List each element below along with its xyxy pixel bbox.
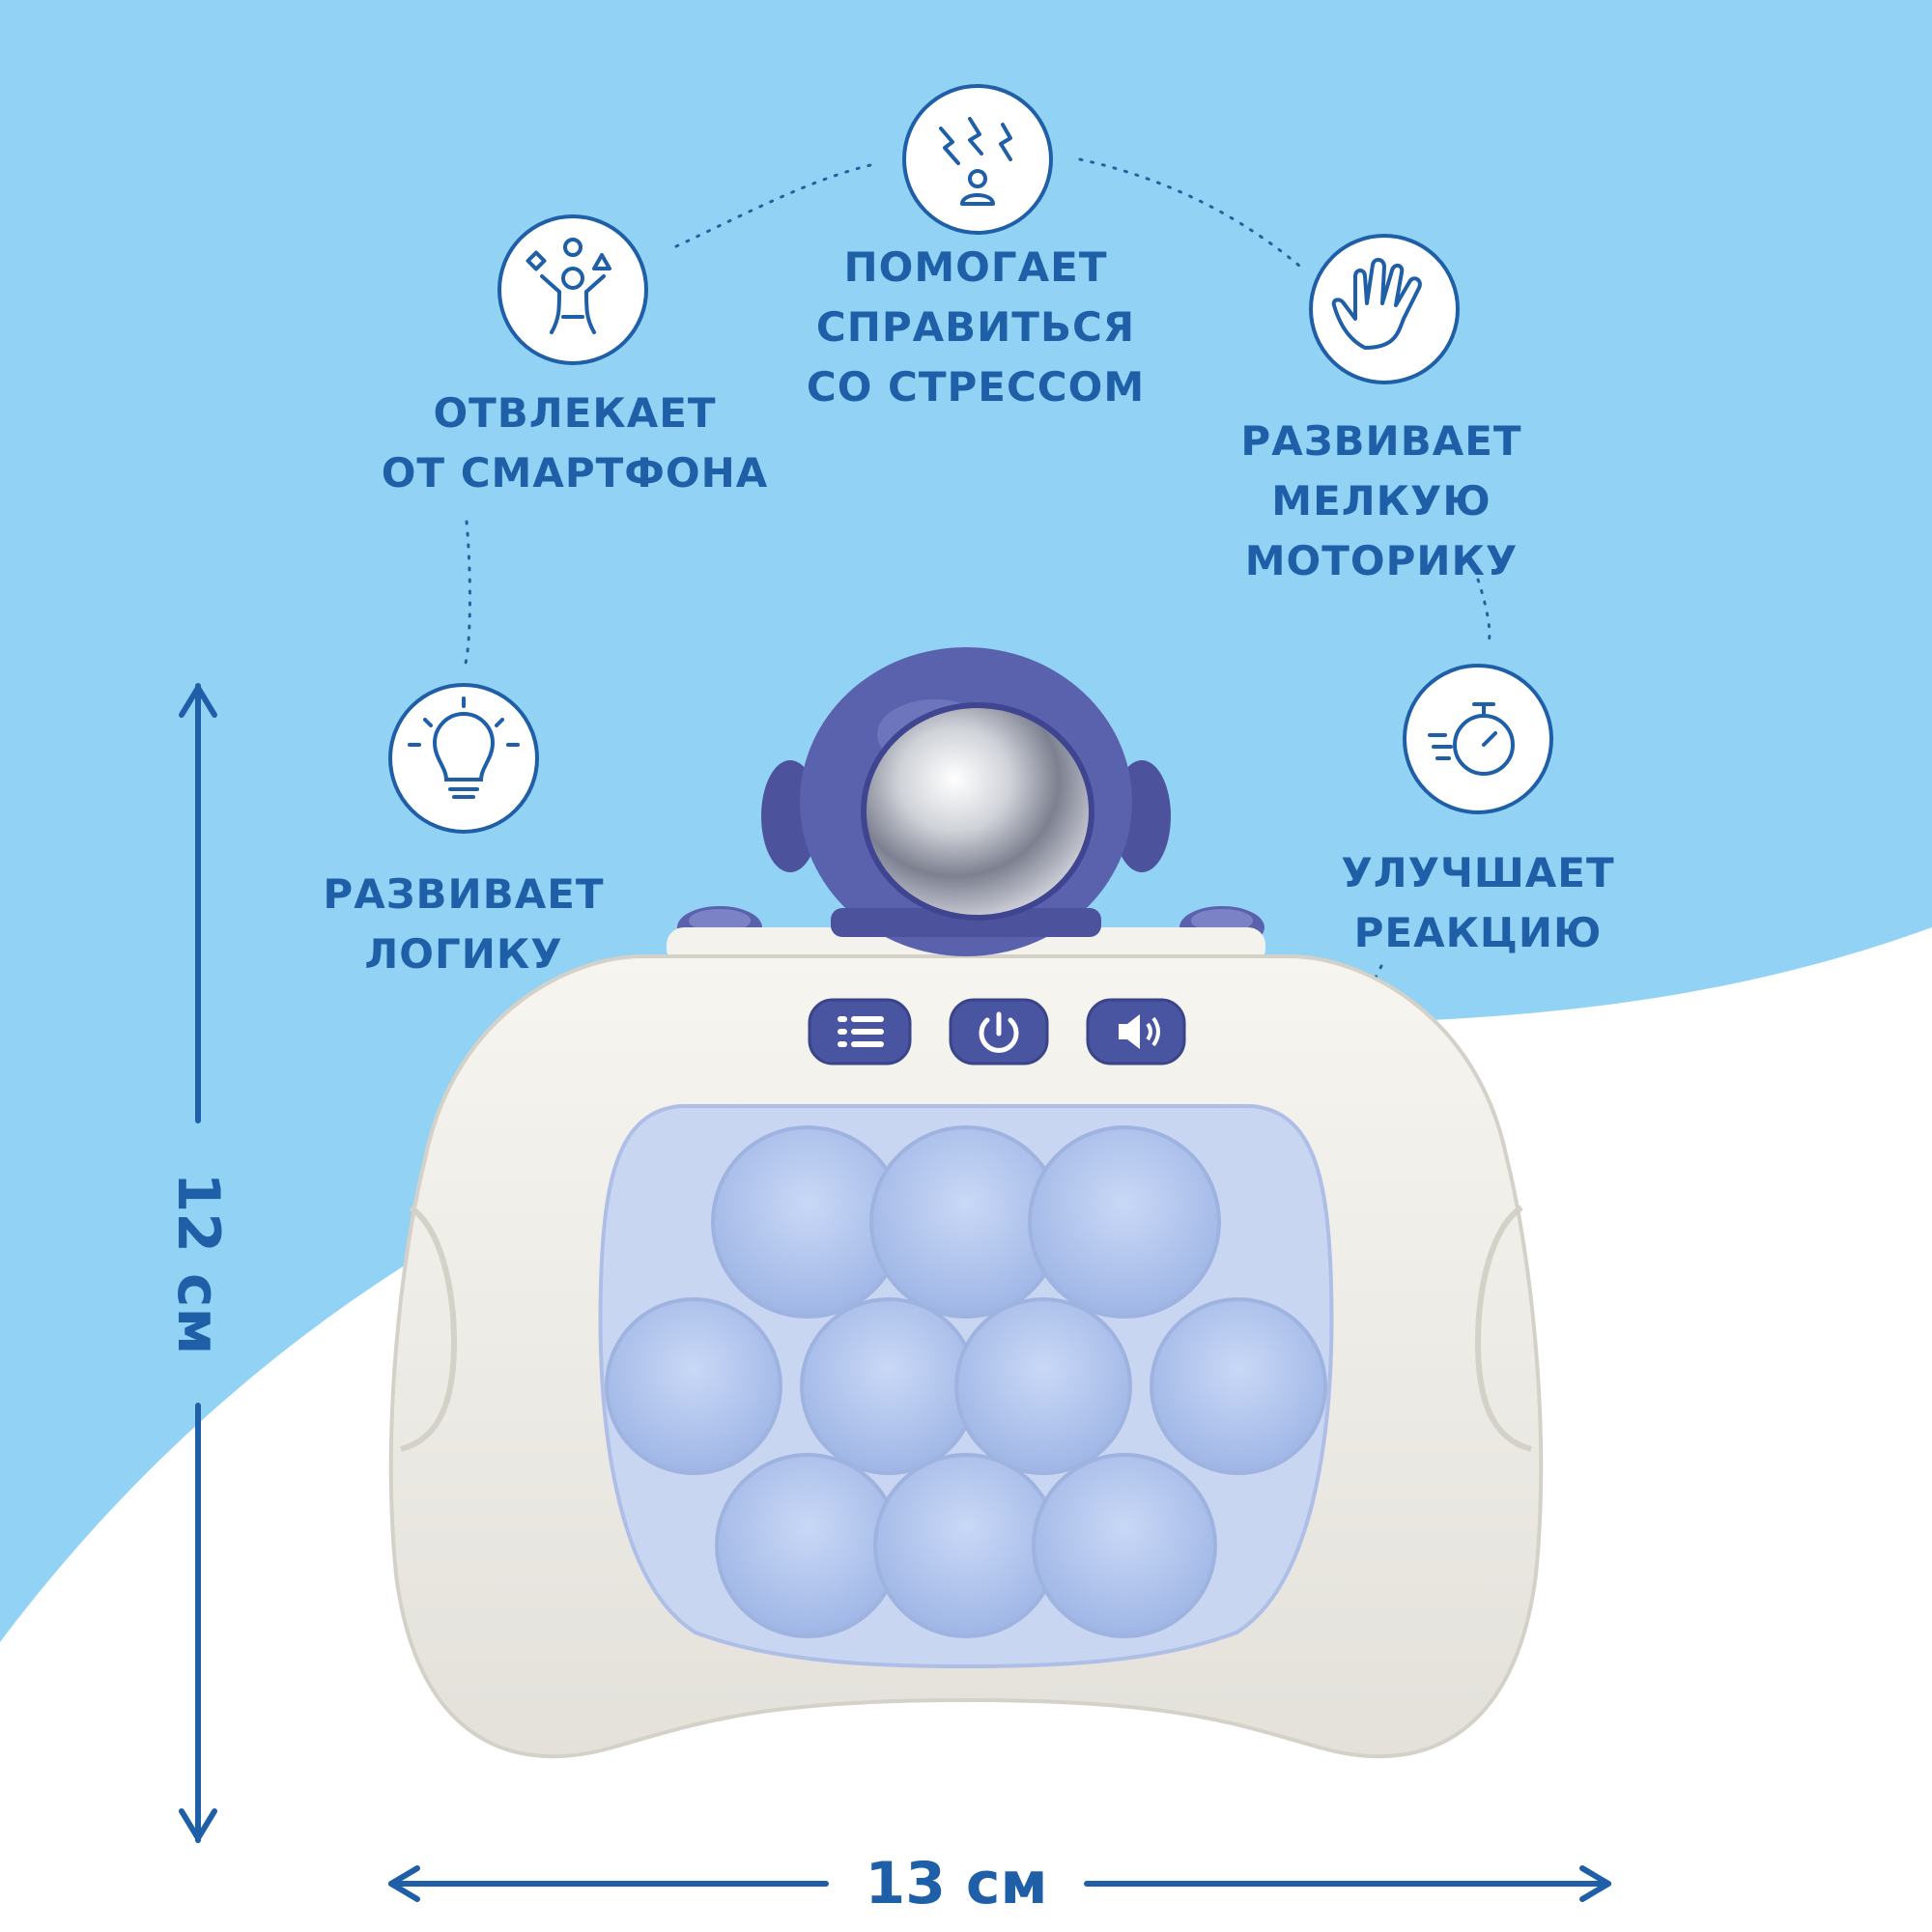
pop-bubble[interactable] bbox=[800, 1297, 978, 1475]
stress-lightning-icon bbox=[902, 84, 1053, 235]
lightbulb-icon bbox=[388, 683, 539, 834]
pop-bubble[interactable] bbox=[873, 1453, 1059, 1638]
power-button[interactable] bbox=[949, 998, 1049, 1065]
pop-bubble[interactable] bbox=[715, 1453, 900, 1638]
astronaut-head bbox=[761, 647, 1171, 956]
bubble-grid bbox=[605, 1125, 1327, 1638]
width-dimension-label: 13 см bbox=[865, 1850, 1048, 1918]
child-shapes-icon bbox=[497, 214, 648, 365]
pop-bubble[interactable] bbox=[1032, 1453, 1217, 1638]
width-arrow bbox=[388, 1865, 1611, 1902]
pop-bubble[interactable] bbox=[605, 1297, 782, 1475]
power-icon bbox=[979, 1011, 1019, 1053]
speaker-icon bbox=[1119, 1014, 1160, 1049]
feature-stress-label: ПОМОГАЕТ СПРАВИТЬСЯ СО СТРЕССОМ bbox=[806, 243, 1146, 411]
feature-reaction-label: УЛУЧШАЕТ РЕАКЦИЮ bbox=[1341, 849, 1615, 956]
height-arrow bbox=[179, 683, 217, 1843]
toy bbox=[388, 647, 1544, 1759]
visor bbox=[861, 702, 1094, 921]
hand-icon bbox=[1309, 234, 1460, 384]
pop-bubble[interactable] bbox=[1028, 1125, 1221, 1319]
menu-icon bbox=[838, 1016, 884, 1047]
connector-dots bbox=[462, 157, 1492, 1007]
feature-motor-label: РАЗВИВАЕТ МЕЛКУЮ МОТОРИКУ bbox=[1240, 417, 1522, 584]
feature-smartphone-label: ОТВЛЕКАЕТ ОТ СМАРТФОНА bbox=[381, 389, 769, 497]
height-dimension-label: 12 см bbox=[164, 1172, 232, 1355]
feature-logic-label: РАЗВИВАЕТ ЛОГИКУ bbox=[323, 870, 605, 978]
menu-button[interactable] bbox=[808, 998, 912, 1065]
pop-bubble[interactable] bbox=[1150, 1297, 1327, 1475]
sound-button[interactable] bbox=[1086, 998, 1186, 1065]
pop-bubble[interactable] bbox=[954, 1297, 1132, 1475]
stopwatch-icon bbox=[1403, 664, 1553, 814]
